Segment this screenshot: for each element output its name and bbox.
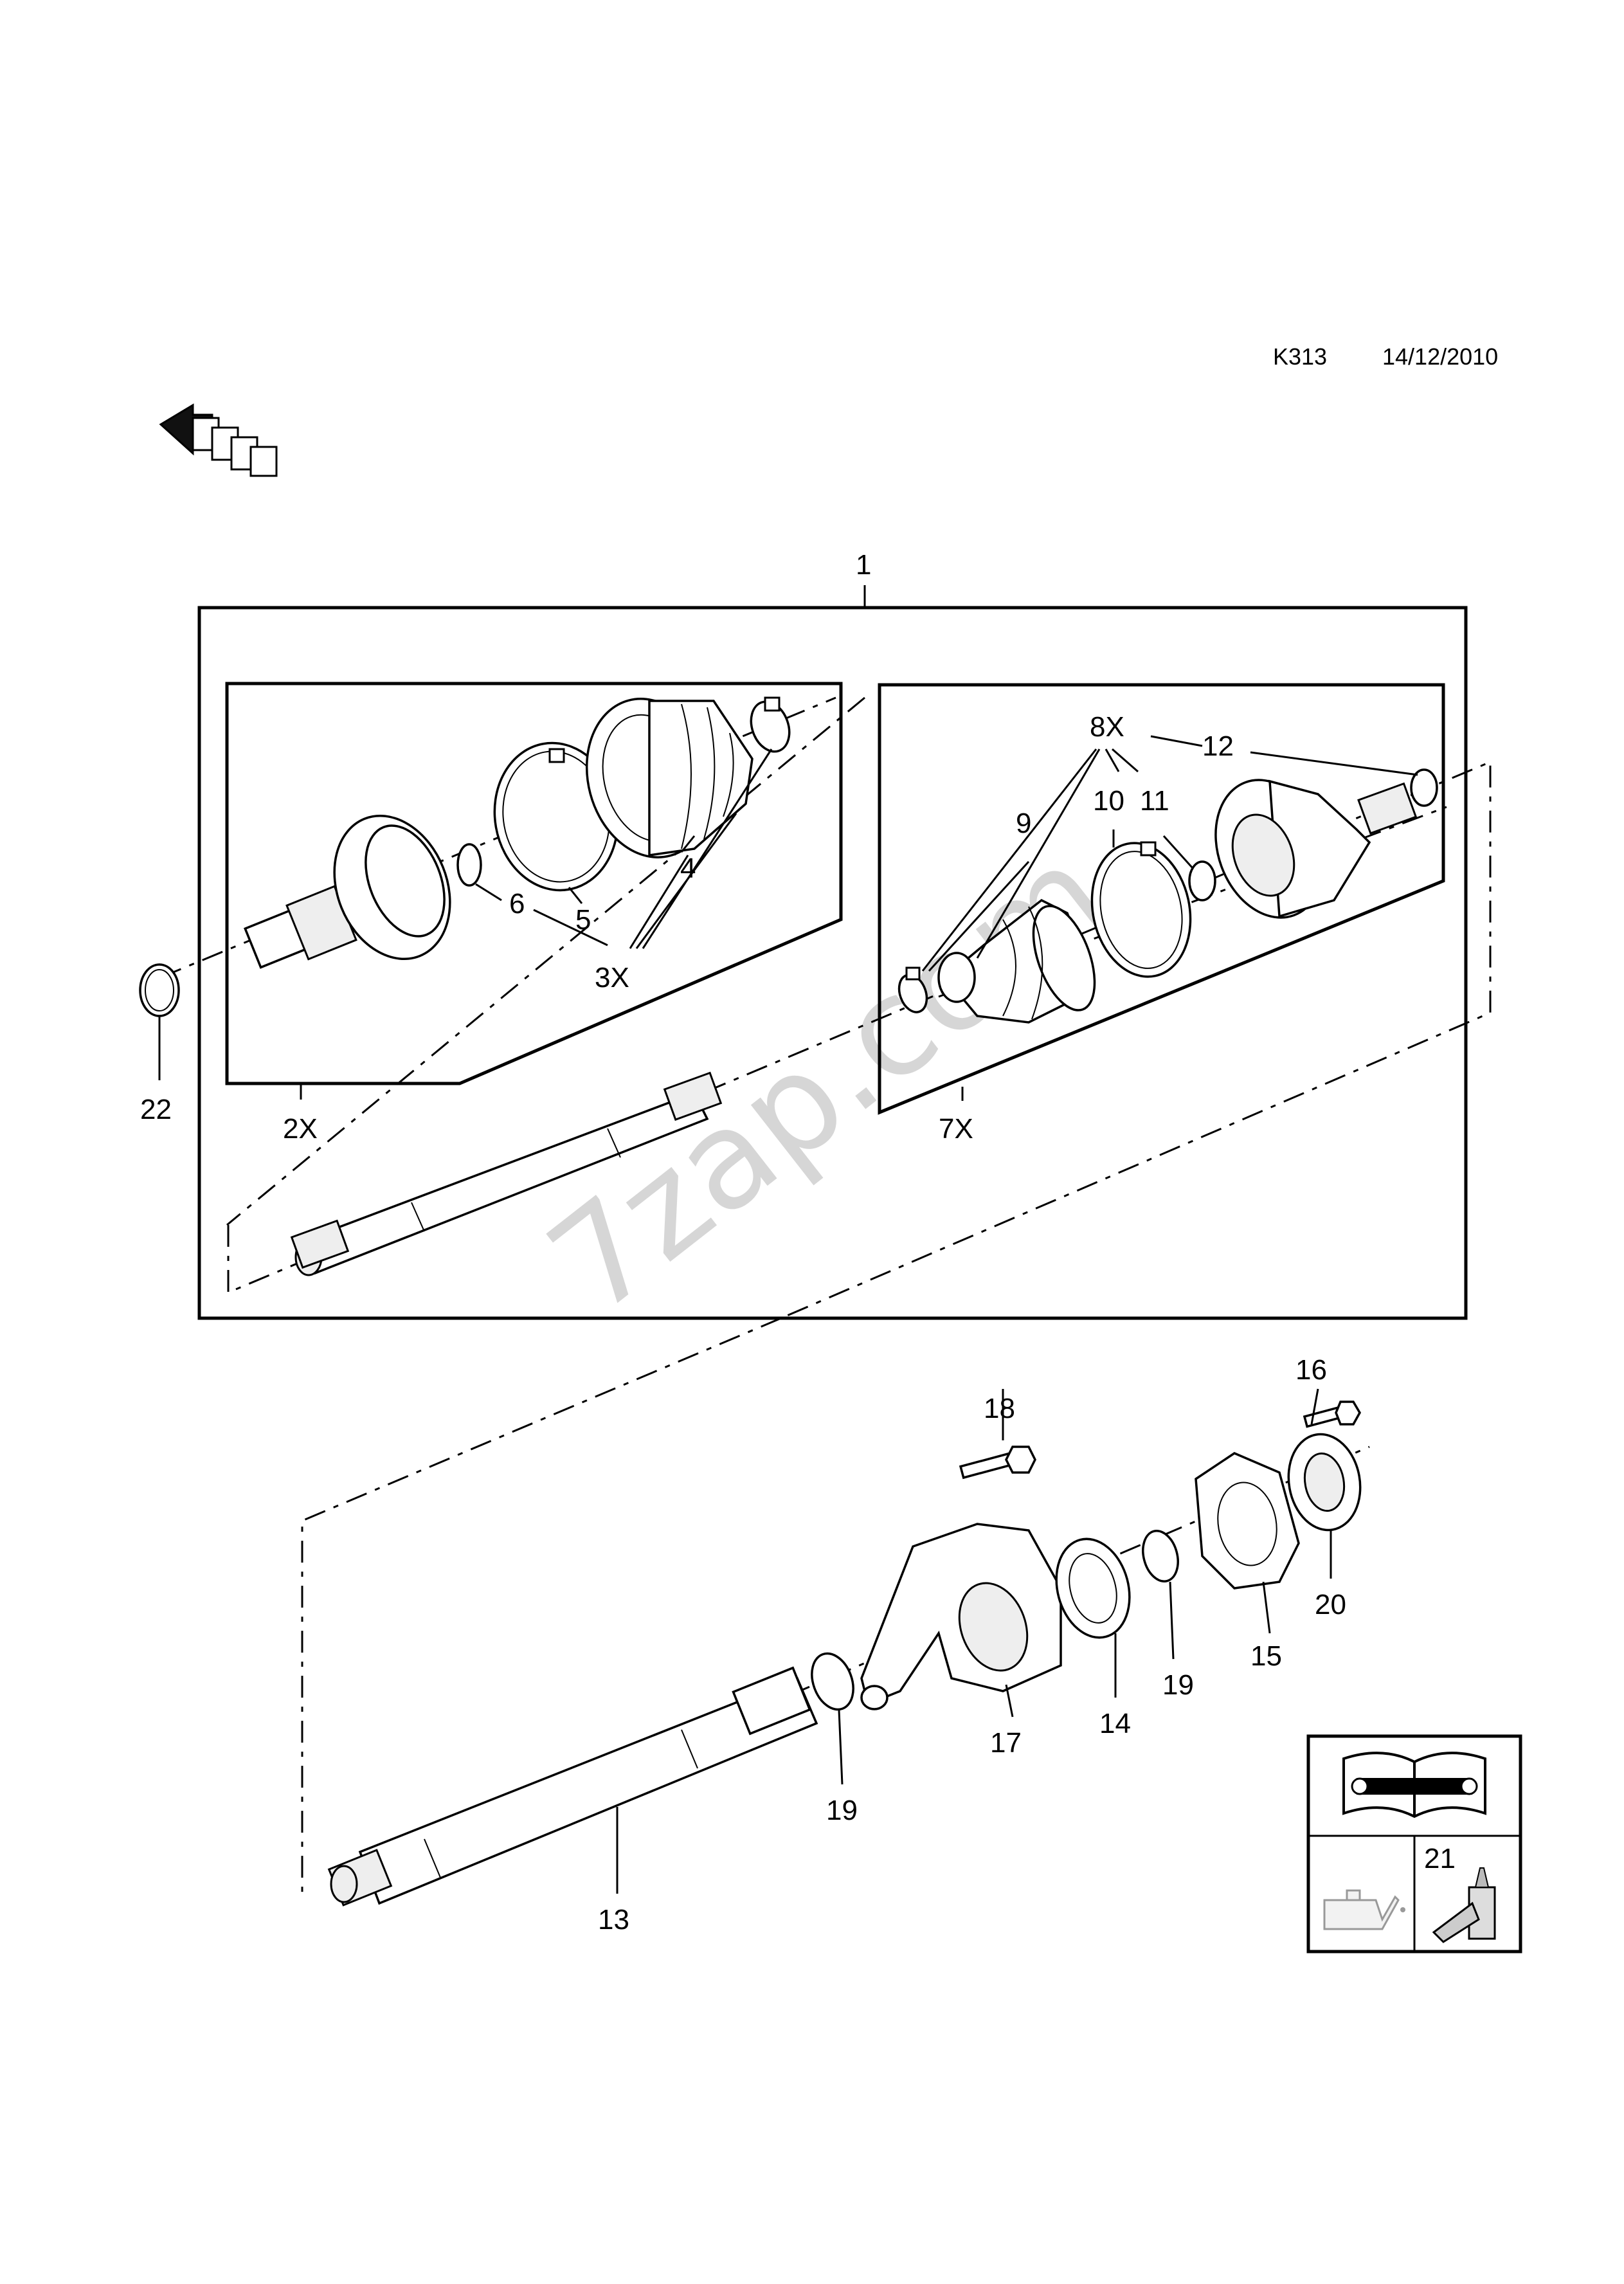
part-shaft-upper xyxy=(290,1071,723,1276)
callout-14: 14 xyxy=(1099,1708,1131,1739)
callout-21: 21 xyxy=(1424,1843,1456,1874)
inner-joint-kit-frame xyxy=(878,683,1445,1115)
outer-joint-kit-frame xyxy=(225,682,843,1085)
callout-17: 17 xyxy=(990,1727,1022,1759)
diagram-code: K313 xyxy=(1273,343,1327,370)
callout-11: 11 xyxy=(1140,785,1169,817)
part-12-circlip xyxy=(1410,768,1438,807)
callout-19-right: 19 xyxy=(1162,1669,1194,1701)
shaft-dash-outline xyxy=(227,760,1492,1319)
callout-1: 1 xyxy=(856,549,871,581)
callout-2x: 2X xyxy=(283,1113,318,1145)
callout-9: 9 xyxy=(1016,808,1031,839)
part-19-circlip-right xyxy=(1142,1530,1179,1582)
part-11-snap-ring xyxy=(1188,860,1216,902)
legend-box xyxy=(1306,1734,1522,1953)
part-inner-cv-joint xyxy=(1214,779,1418,919)
part-10-clamp-band xyxy=(1090,841,1192,978)
assembly-frame xyxy=(197,606,1468,1320)
callout-12: 12 xyxy=(1202,730,1234,762)
part-outer-cv-joint xyxy=(244,814,451,969)
part-6-snap-ring xyxy=(456,843,482,887)
callout-4: 4 xyxy=(680,853,696,884)
watermark: 7zap.com xyxy=(521,815,1135,1344)
part-4-small-clamp xyxy=(750,696,791,753)
part-14-bearing xyxy=(1055,1537,1131,1639)
part-15-flange xyxy=(1195,1452,1300,1590)
callout-16: 16 xyxy=(1295,1354,1327,1386)
part-17-bearing-bracket xyxy=(860,1523,1062,1710)
part-9-small-clamp xyxy=(898,966,928,1013)
callout-15: 15 xyxy=(1250,1640,1282,1672)
service-manual-icon xyxy=(1342,1752,1486,1818)
callout-19-left: 19 xyxy=(826,1795,858,1826)
callout-20: 20 xyxy=(1315,1589,1346,1620)
diagram-date: 14/12/2010 xyxy=(1382,343,1498,370)
callout-13: 13 xyxy=(598,1904,629,1935)
callout-6: 6 xyxy=(509,888,525,920)
part-16-bolt xyxy=(1303,1400,1362,1428)
callout-18: 18 xyxy=(984,1393,1015,1424)
part-13-shaft xyxy=(327,1666,818,1907)
part-inner-boot xyxy=(937,898,1096,1024)
callout-22: 22 xyxy=(140,1094,172,1125)
callout-8x: 8X xyxy=(1090,711,1124,743)
front-arrow-icon xyxy=(159,403,278,477)
part-19-circlip-left xyxy=(811,1652,854,1711)
callout-10: 10 xyxy=(1093,785,1124,817)
lower-assembly-outline xyxy=(301,1317,782,1900)
part-4-boot xyxy=(585,698,753,858)
part-18-bolt xyxy=(959,1446,1036,1480)
callout-7x: 7X xyxy=(939,1113,973,1145)
callout-3x: 3X xyxy=(595,962,629,993)
part-22-circlip xyxy=(139,963,180,1017)
part-20-seal xyxy=(1287,1433,1362,1532)
sealant-bottle-icon xyxy=(1432,1867,1496,1943)
oil-can-icon xyxy=(1323,1889,1405,1930)
